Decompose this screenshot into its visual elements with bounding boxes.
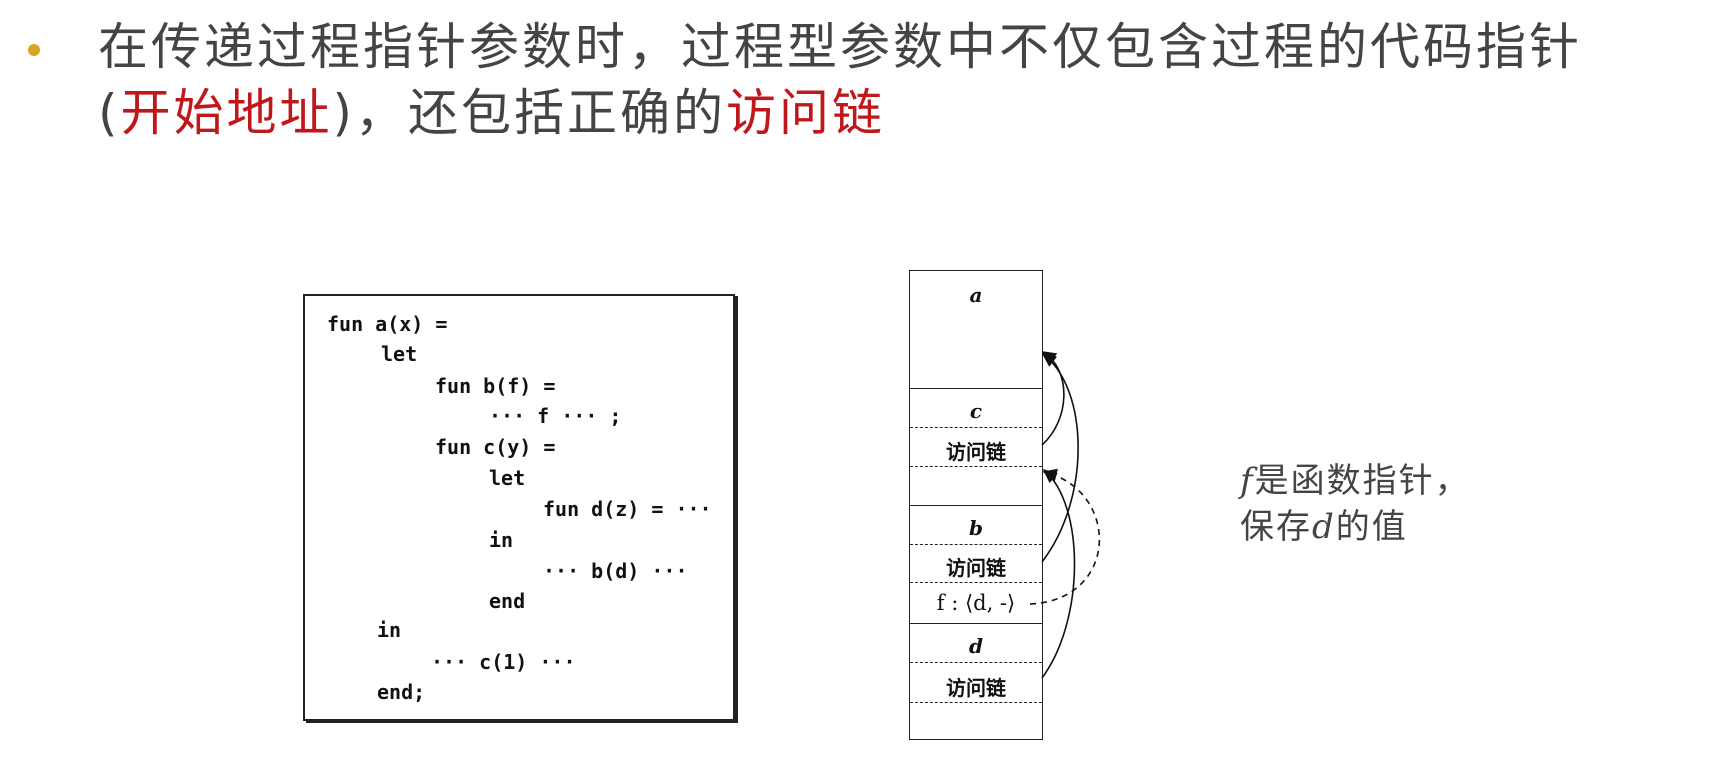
record-d-label: d: [969, 634, 983, 658]
code-line: let: [381, 342, 418, 366]
note-text-1: 是函数指针，: [1254, 461, 1471, 501]
bullet-line-1: 在传递过程指针参数时，过程型参数中不仅包含过程的代码指针: [98, 18, 1582, 76]
slot-divider: [910, 544, 1042, 545]
side-note: f是函数指针， 保存d的值: [1240, 458, 1471, 550]
slot-divider: [910, 662, 1042, 663]
highlight-access-link: 访问链: [726, 84, 886, 142]
slot-divider: [910, 582, 1042, 583]
record-divider: [910, 388, 1042, 389]
arrow-c-to-a: [1041, 351, 1065, 446]
arrow-d-to-c: [1041, 468, 1076, 679]
code-line: ··· b(d) ···: [543, 559, 688, 583]
code-line: fun c(y) =: [435, 435, 556, 459]
code-line: ··· f ··· ;: [489, 404, 622, 428]
code-line: let: [489, 466, 526, 490]
note-text-2a: 保存: [1240, 507, 1312, 547]
code-line: in: [489, 528, 514, 552]
code-line: in: [377, 618, 402, 642]
record-c-label: c: [969, 399, 983, 423]
code-line: fun b(f) =: [435, 374, 556, 398]
record-a-label: a: [969, 283, 983, 307]
record-divider: [910, 623, 1042, 624]
record-divider: [910, 505, 1042, 506]
paren-close-text: )，还包括正确的: [332, 84, 727, 142]
slot-divider: [910, 466, 1042, 467]
bullet-line-2: (开始地址)，还包括正确的访问链: [98, 80, 1718, 146]
note-line-2: 保存d的值: [1240, 504, 1471, 550]
slot-divider: [910, 702, 1042, 703]
code-line: fun d(z) = ···: [543, 497, 712, 521]
code-line: fun a(x) =: [327, 312, 448, 336]
bullet-dot: [28, 44, 40, 56]
record-c-access-link: 访问链: [946, 440, 1006, 464]
record-b-param-f: f : ⟨d, -⟩: [936, 591, 1016, 615]
activation-record-stack: a c 访问链 b 访问链 f : ⟨d, -⟩ d 访问链: [909, 270, 1043, 740]
record-b-access-link: 访问链: [946, 556, 1006, 580]
arrow-b-to-a: [1041, 353, 1079, 563]
code-listing: fun a(x) = let fun b(f) = ··· f ··· ; fu…: [303, 294, 735, 721]
note-text-2b: 的值: [1335, 507, 1408, 547]
note-var-f: f: [1240, 461, 1255, 501]
paren-open: (: [98, 84, 121, 142]
code-line: end;: [377, 680, 426, 704]
code-line: end: [489, 589, 526, 613]
slot-divider: [910, 427, 1042, 428]
note-var-d: d: [1312, 507, 1336, 547]
note-line-1: f是函数指针，: [1240, 458, 1471, 504]
record-d-access-link: 访问链: [946, 676, 1006, 700]
highlight-start-address: 开始地址: [120, 84, 333, 142]
slide-bullet-text: 在传递过程指针参数时，过程型参数中不仅包含过程的代码指针 (开始地址)，还包括正…: [98, 14, 1718, 146]
record-b-label: b: [969, 516, 983, 540]
code-line: ··· c(1) ···: [431, 650, 576, 674]
